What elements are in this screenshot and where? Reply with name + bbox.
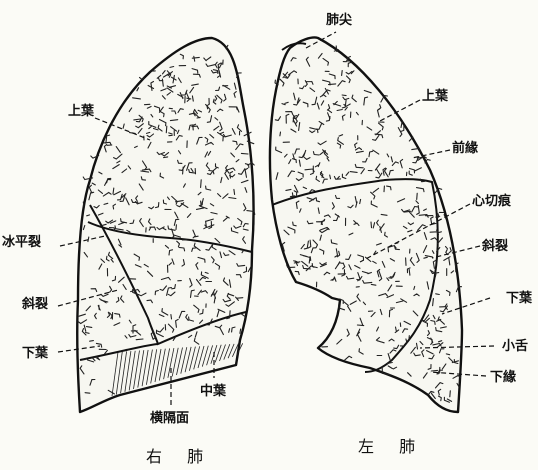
alveolar-texture-stroke: [342, 95, 346, 96]
label-left-inferior-border: 下緣: [490, 369, 517, 385]
alveolar-texture-stroke: [86, 333, 90, 334]
alveolar-texture-stroke: [171, 315, 172, 319]
alveolar-texture-stroke: [329, 84, 336, 85]
alveolar-texture-stroke: [388, 247, 389, 252]
alveolar-texture-stroke: [197, 117, 200, 118]
label-left-lower-lobe: 下葉: [506, 290, 533, 306]
label-left-oblique-fissure: 斜裂: [481, 238, 509, 254]
alveolar-texture-stroke: [183, 167, 184, 174]
alveolar-texture-stroke: [431, 370, 437, 371]
alveolar-texture-stroke: [292, 193, 293, 197]
alveolar-texture-stroke: [85, 393, 90, 394]
alveolar-texture-stroke: [164, 157, 168, 158]
right-lung: [77, 38, 255, 412]
alveolar-texture-stroke: [166, 126, 167, 133]
alveolar-texture-stroke: [371, 222, 372, 228]
label-right-middle-lobe: 中葉: [200, 383, 227, 399]
alveolar-texture-stroke: [330, 175, 331, 179]
caption-right-lung: 右 肺: [146, 447, 213, 466]
alveolar-texture-stroke: [396, 327, 397, 331]
label-left-cardiac-notch: 心切痕: [472, 193, 512, 209]
alveolar-texture-stroke: [409, 270, 410, 276]
alveolar-texture-stroke: [342, 71, 343, 76]
alveolar-texture-stroke: [280, 132, 281, 136]
alveolar-texture-stroke: [195, 236, 198, 237]
alveolar-texture-stroke: [234, 189, 235, 194]
label-left-lingula: 小舌: [502, 338, 528, 354]
label-left-apex: 肺尖: [326, 12, 352, 28]
label-right-lower-lobe: 下葉: [22, 345, 49, 361]
alveolar-texture-stroke: [201, 180, 202, 188]
alveolar-texture-stroke: [240, 329, 241, 333]
alveolar-texture-stroke: [237, 298, 243, 299]
label-right-horizontal-fissure: 冰平裂: [2, 234, 42, 250]
alveolar-texture-stroke: [436, 216, 440, 217]
alveolar-texture-stroke: [417, 193, 418, 199]
alveolar-texture-stroke: [90, 341, 94, 342]
label-right-upper-lobe: 上葉: [68, 103, 95, 119]
label-left-anterior-border: 前緣: [452, 140, 479, 156]
caption-left-lung: 左 肺: [358, 437, 425, 456]
alveolar-texture-stroke: [446, 354, 449, 355]
label-right-oblique-fissure: 斜裂: [21, 296, 49, 312]
label-left-upper-lobe: 上葉: [422, 88, 449, 104]
alveolar-texture-stroke: [450, 391, 451, 397]
alveolar-texture-stroke: [136, 339, 143, 340]
alveolar-texture-stroke: [436, 294, 440, 295]
alveolar-texture-stroke: [241, 153, 248, 154]
alveolar-texture-stroke: [83, 202, 84, 207]
label-right-diaphragmatic-surface: 横隔面: [150, 410, 189, 426]
